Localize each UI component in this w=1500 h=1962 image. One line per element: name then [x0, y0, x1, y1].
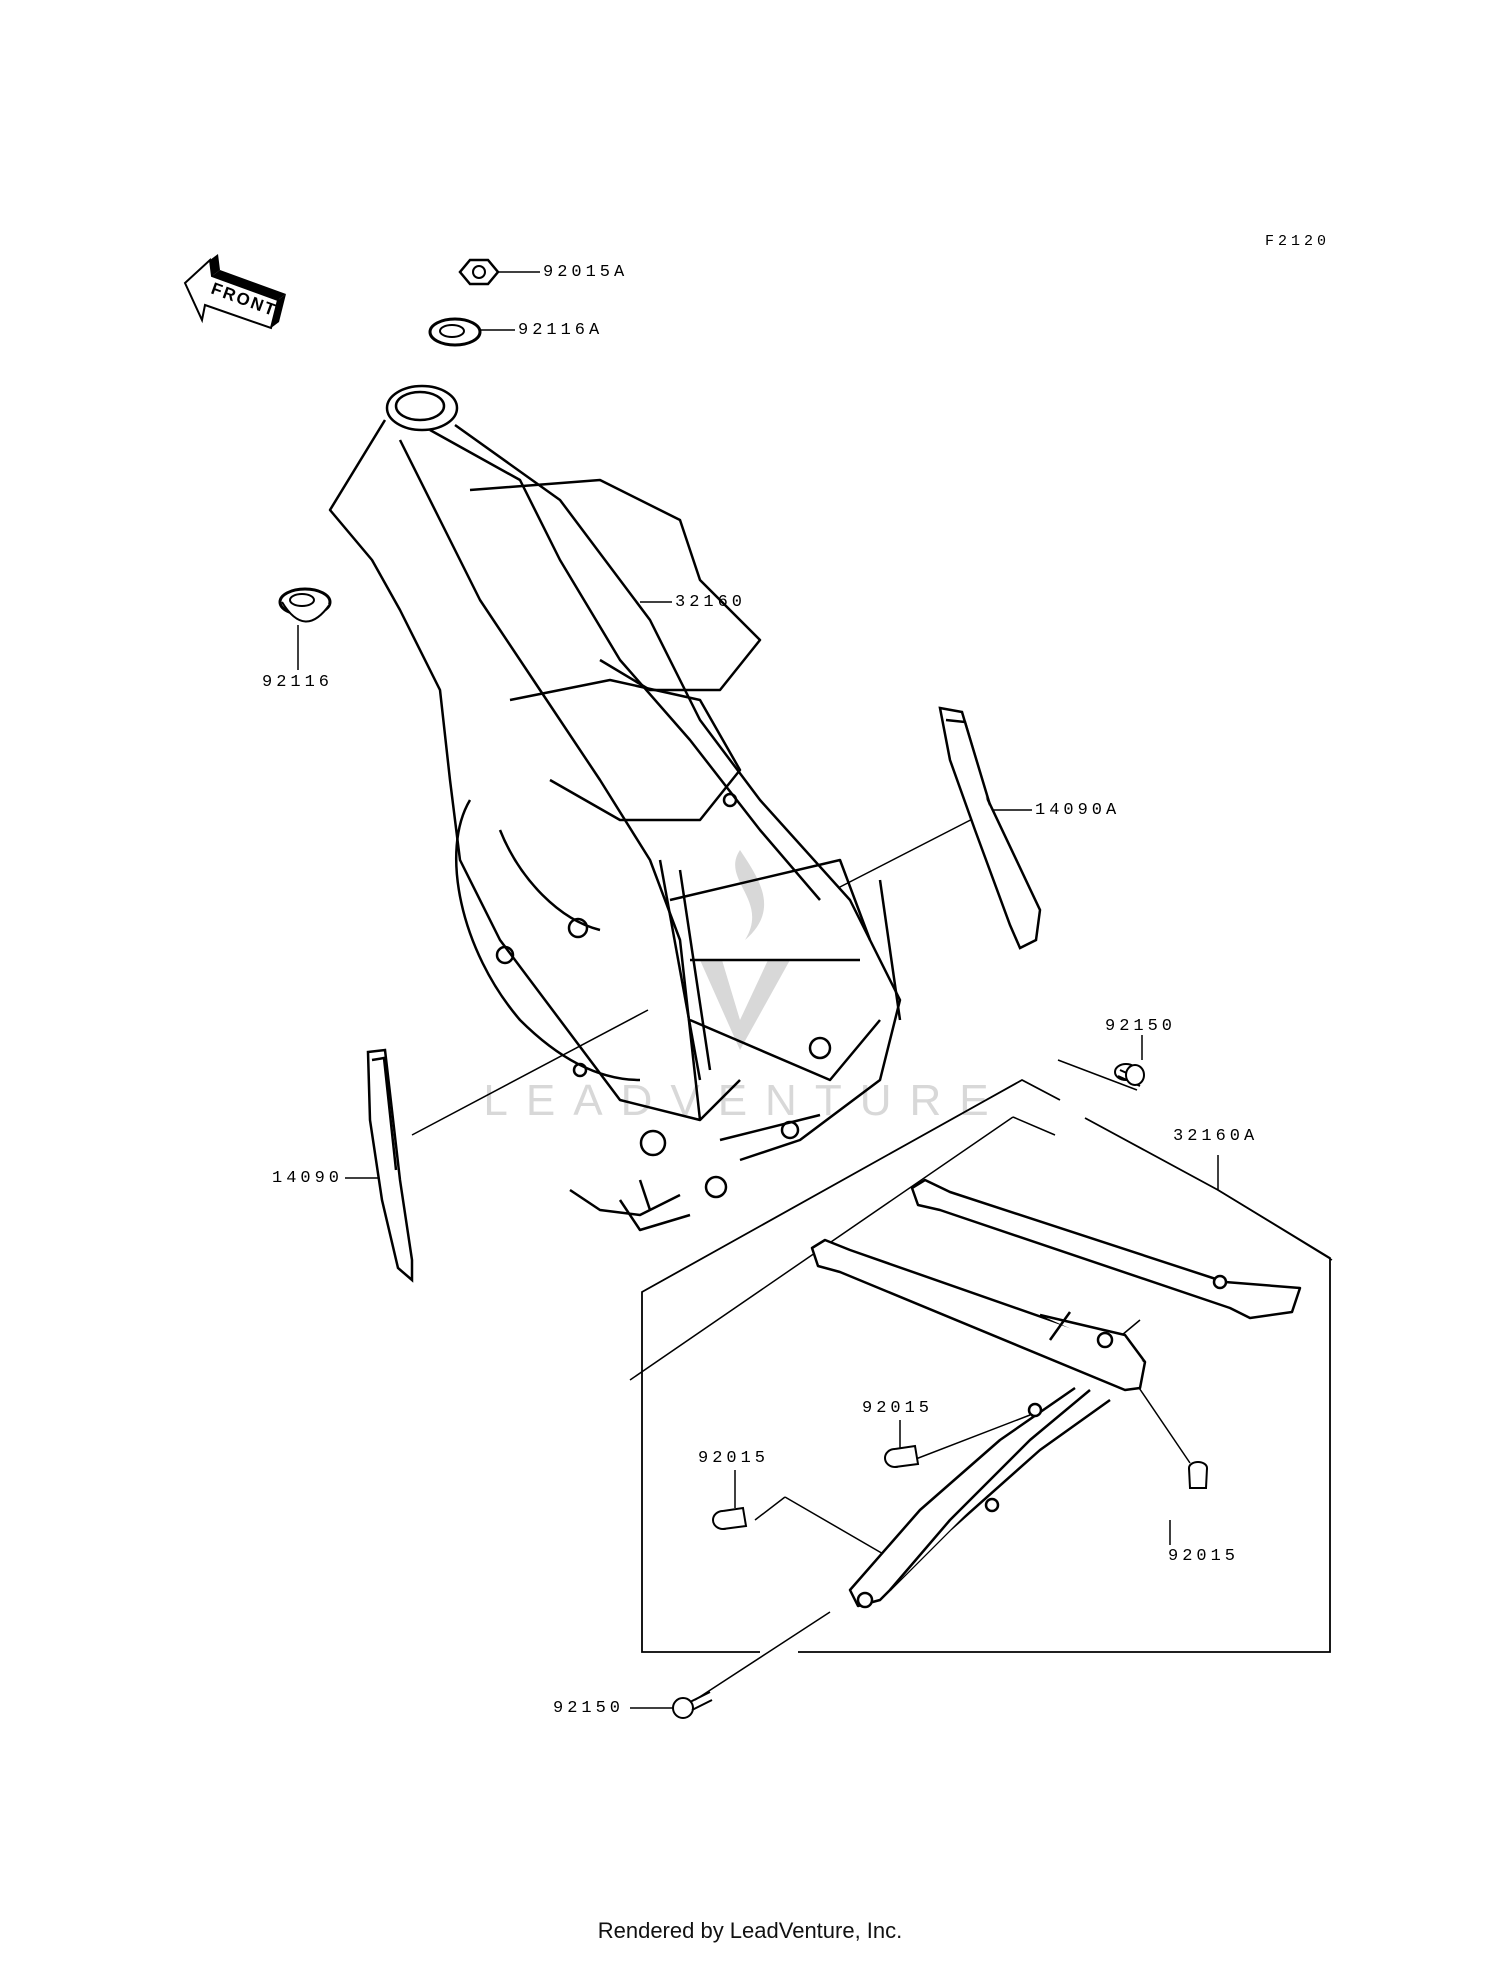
label-92150-bottom: 92150 — [553, 1699, 625, 1718]
label-92015-left: 92015 — [698, 1449, 770, 1468]
bolt-92150-bottom-icon — [672, 1691, 713, 1719]
label-92015-mid: 92015 — [862, 1399, 934, 1418]
label-92116: 92116 — [262, 673, 334, 692]
leader-lines — [297, 271, 1333, 1709]
label-32160A: 32160A — [1173, 1127, 1259, 1146]
nut-92015A-icon — [458, 258, 500, 286]
front-arrow: FRONT — [183, 254, 286, 330]
subframe-32160A — [810, 1178, 1302, 1609]
label-92015A: 92015A — [543, 263, 629, 282]
watermark-text: LEADVENTURE — [483, 1076, 1006, 1125]
bushing-92116-icon — [278, 587, 332, 623]
cover-14090A — [938, 706, 1042, 950]
collar-92015-left-icon — [712, 1506, 748, 1530]
label-92116A: 92116A — [518, 321, 604, 340]
label-32160: 32160 — [675, 593, 747, 612]
leadventure-watermark-logo: LEADVENTURE — [483, 850, 1006, 1125]
bolt-92150-top-icon — [1114, 1063, 1145, 1087]
bushing-92116A-icon — [428, 317, 482, 347]
main-frame-32160 — [328, 384, 902, 1232]
collar-92015-right-icon — [1188, 1461, 1208, 1489]
label-14090A: 14090A — [1035, 801, 1121, 820]
subframe-assembly-box — [641, 1078, 1331, 1653]
label-92015-right: 92015 — [1168, 1547, 1240, 1566]
cover-14090 — [366, 1048, 414, 1283]
label-92150-top: 92150 — [1105, 1017, 1177, 1036]
label-14090: 14090 — [272, 1169, 344, 1188]
collar-92015-mid-icon — [884, 1444, 920, 1468]
diagram-code: F2120 — [1265, 233, 1330, 250]
footer-credit: Rendered by LeadVenture, Inc. — [597, 1918, 903, 1943]
